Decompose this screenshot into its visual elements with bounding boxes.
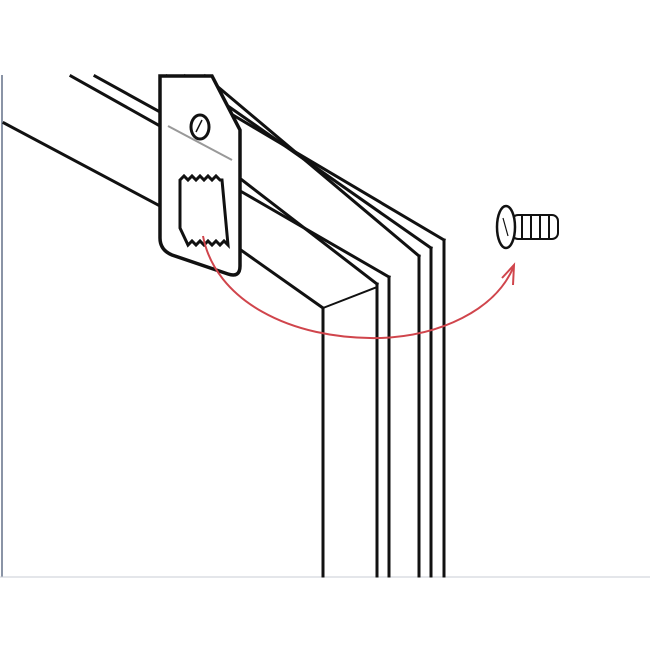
curved-arrow-icon xyxy=(202,235,516,340)
image-frame-border xyxy=(0,75,650,578)
door-frame-drawing xyxy=(1,73,447,578)
screw-icon xyxy=(495,204,559,250)
sawtooth-hanger-bracket-icon xyxy=(158,74,242,277)
